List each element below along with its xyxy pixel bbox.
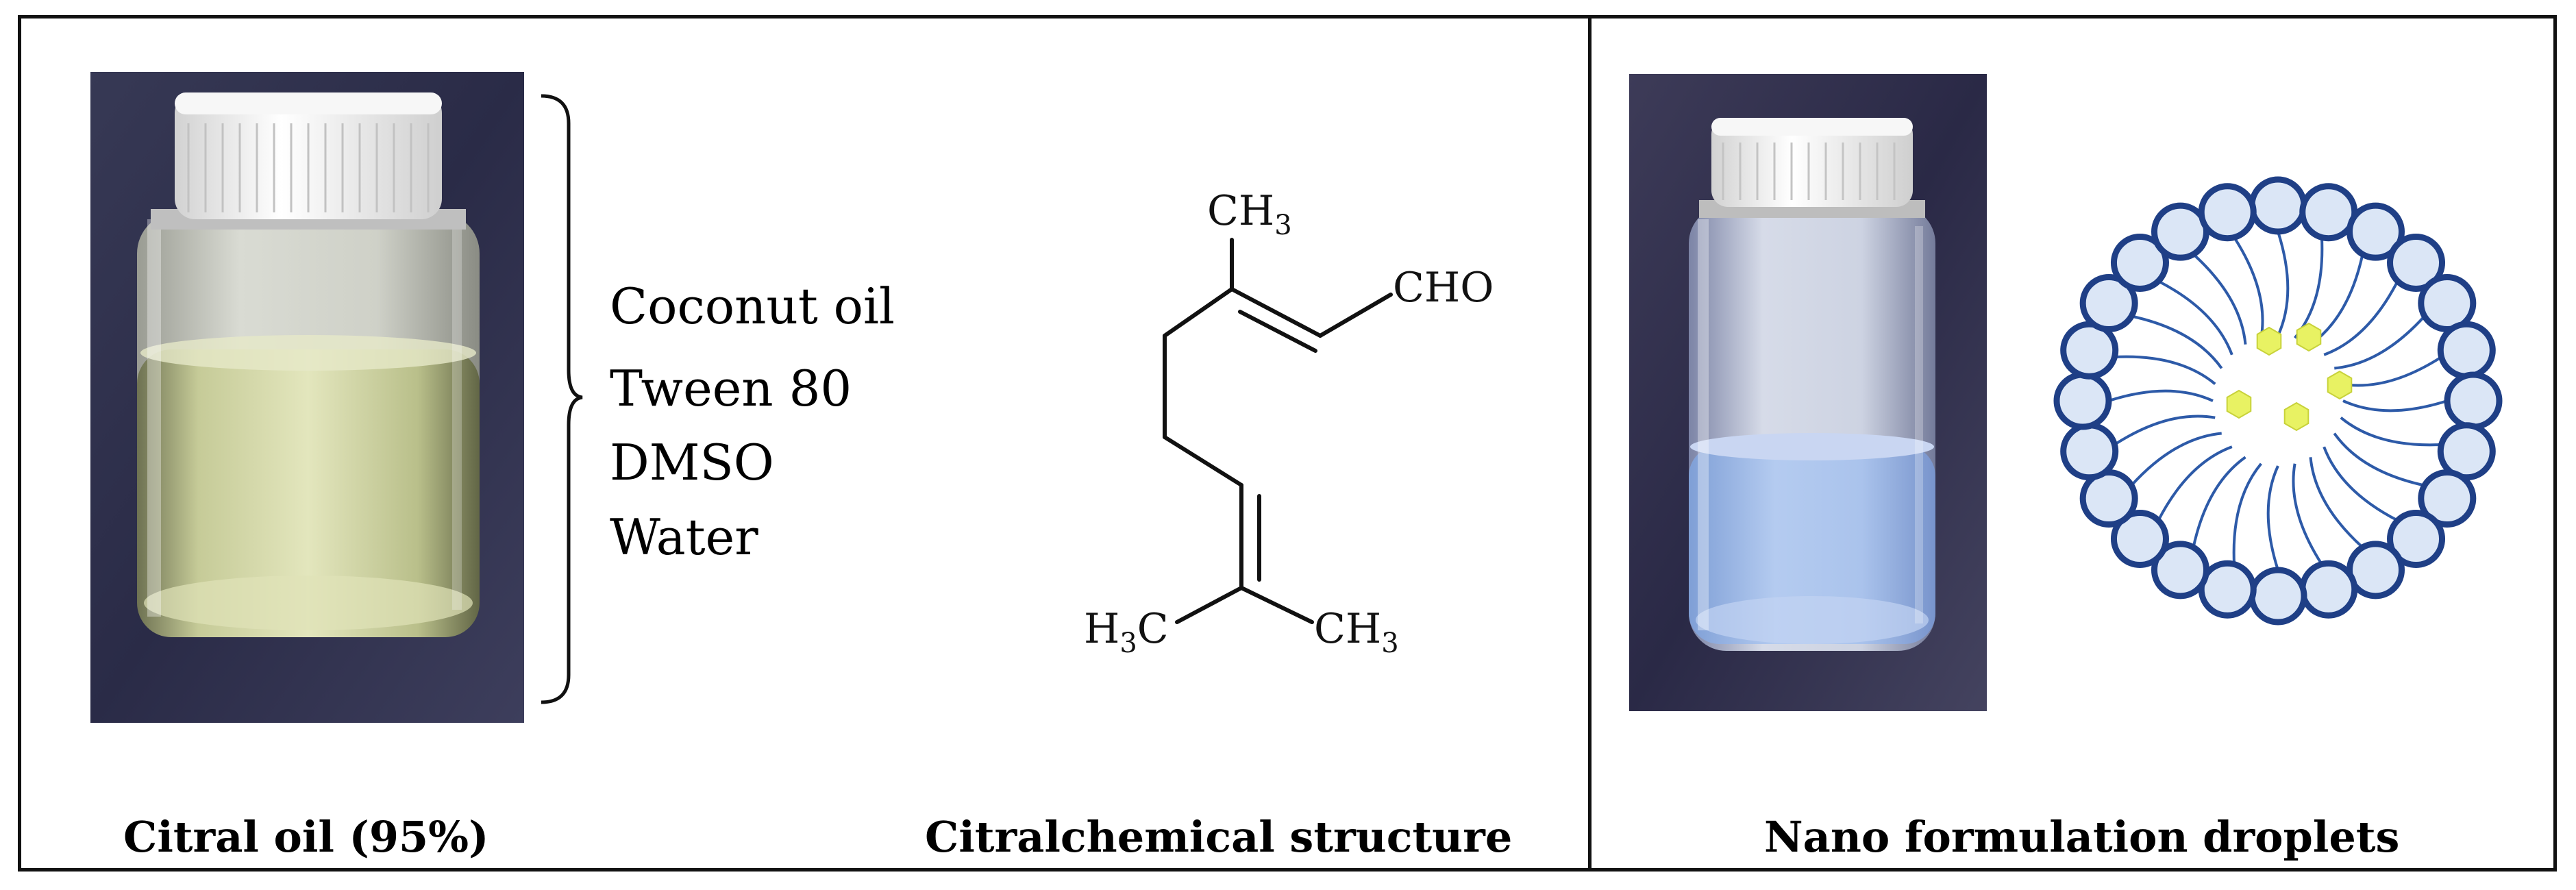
surfactant-head <box>2418 469 2477 528</box>
surfactant-head <box>2110 510 2169 569</box>
label-cho: CHO <box>1393 264 1494 312</box>
surfactant-tail <box>2108 389 2214 402</box>
surfactant-head <box>2387 510 2446 569</box>
surfactant-head <box>2299 560 2358 619</box>
caption-citral-oil: Citral oil (95%) <box>123 812 489 862</box>
surfactant-tail <box>2130 432 2222 486</box>
surfactant-tail <box>2323 446 2399 522</box>
surfactant-head <box>2437 321 2496 380</box>
nano-formulation-photo <box>1629 74 1987 711</box>
surfactant-tail <box>2292 463 2323 565</box>
surfactant-tail <box>2340 417 2442 447</box>
surfactant-head <box>2387 233 2446 292</box>
ingredient-tween-80: Tween 80 <box>610 360 852 417</box>
label-h3c: H3C <box>1084 605 1169 659</box>
label-ch3-top: CH3 <box>1207 187 1292 241</box>
citral-oil-photo <box>90 72 524 723</box>
surfactant-tail <box>2342 399 2448 412</box>
surfactant-tail <box>2114 355 2216 385</box>
citral-core-molecule <box>2296 322 2322 352</box>
citral-skeletal-formula <box>1163 238 1393 624</box>
surfactant-tail <box>2232 462 2262 565</box>
ingredient-water: Water <box>610 508 758 566</box>
figure-border <box>18 15 2557 872</box>
citral-core-molecule <box>2226 389 2252 419</box>
ingredient-coconut-oil: Coconut oil <box>610 277 895 335</box>
surfactant-tail <box>2309 457 2364 549</box>
surfactant-head <box>2110 233 2169 292</box>
surfactant-tail <box>2114 415 2216 446</box>
surfactant-tail <box>2157 280 2233 356</box>
surfactant-head <box>2444 371 2503 430</box>
surfactant-tail <box>2266 465 2279 571</box>
citral-core-molecule <box>2283 401 2309 432</box>
citral-core-molecule <box>2256 326 2282 356</box>
surfactant-tail <box>2277 231 2290 336</box>
ingredient-dmso: DMSO <box>610 434 774 491</box>
surfactant-tail <box>2157 445 2233 521</box>
surfactant-head <box>2151 541 2209 599</box>
surfactant-tail <box>2131 314 2223 369</box>
surfactant-head <box>2249 176 2307 235</box>
caption-chemical-structure: Citralchemical structure <box>925 812 1513 862</box>
micelle-icon <box>2053 176 2503 626</box>
surfactant-head <box>2346 202 2405 261</box>
surfactant-head <box>2198 183 2257 242</box>
panel-divider <box>1588 15 1592 872</box>
surfactant-tail <box>2233 236 2264 338</box>
label-ch3-right: CH3 <box>1314 605 1399 659</box>
surfactant-head <box>2079 274 2138 332</box>
surfactant-tail <box>2334 315 2426 370</box>
surfactant-head <box>2249 567 2307 626</box>
surfactant-head <box>2060 422 2119 481</box>
structure-labels: CH3 CHO H3C CH3 <box>1084 187 1494 659</box>
surfactant-head <box>2053 371 2112 430</box>
surfactant-tail <box>2333 432 2425 487</box>
surfactant-tail <box>2323 280 2399 356</box>
caption-nano-droplets: Nano formulation droplets <box>1764 812 2400 862</box>
curly-brace-icon <box>541 94 583 704</box>
citral-core-molecule <box>2327 370 2353 400</box>
surfactant-tail <box>2192 253 2247 345</box>
surfactant-tail <box>2192 456 2246 548</box>
